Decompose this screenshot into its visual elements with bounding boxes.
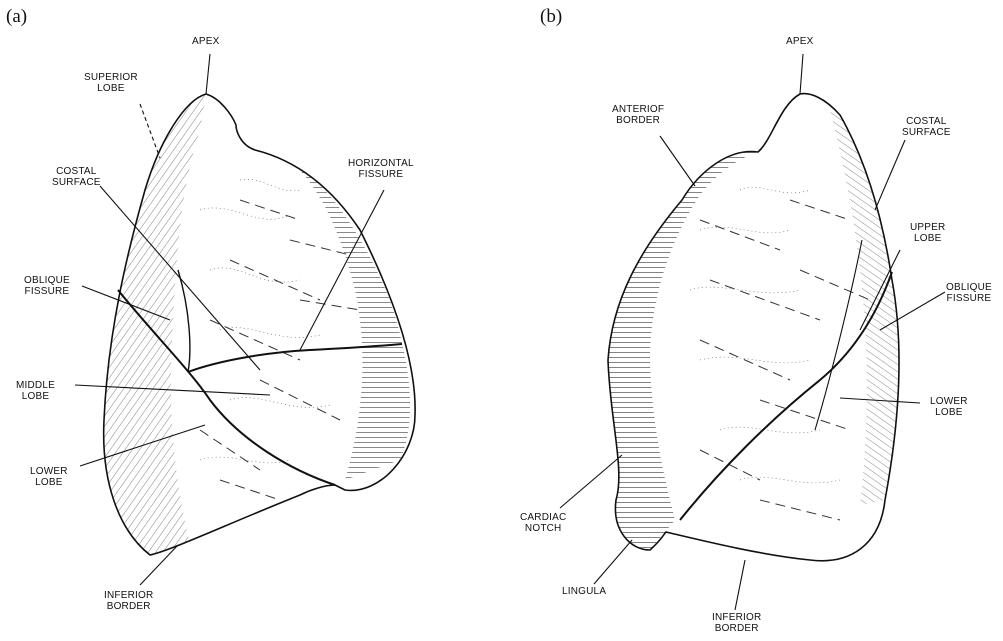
label-lower-lobe-b: LOWER LOBE	[930, 396, 968, 418]
label-costal-surface-b: COSTAL SURFACE	[902, 116, 951, 138]
label-upper-lobe: UPPER LOBE	[910, 222, 945, 244]
panel-label-a: (a)	[6, 6, 27, 28]
left-lung-drawing	[608, 94, 899, 561]
label-anterior-border: ANTERIOF BORDER	[612, 104, 664, 126]
label-apex-a: APEX	[192, 36, 219, 47]
label-lower-lobe-a: LOWER LOBE	[30, 466, 68, 488]
label-superior-lobe: SUPERIOR LOBE	[84, 72, 138, 94]
label-costal-surface-a: COSTAL SURFACE	[52, 166, 101, 188]
label-inferior-border-b: INFERIOR BORDER	[712, 612, 761, 634]
label-horizontal-fissure: HORIZONTAL FISSURE	[348, 158, 414, 180]
label-lingula: LINGULA	[562, 586, 606, 597]
label-middle-lobe: MIDDLE LOBE	[16, 380, 55, 402]
panel-label-b: (b)	[540, 6, 562, 28]
label-apex-b: APEX	[786, 36, 813, 47]
label-oblique-fissure-b: OBLIQUE FISSURE	[946, 282, 992, 304]
label-cardiac-notch: CARDIAC NOTCH	[520, 512, 566, 534]
label-inferior-border-a: INFERIOR BORDER	[104, 590, 153, 612]
label-oblique-fissure-a: OBLIQUE FISSURE	[24, 275, 70, 297]
